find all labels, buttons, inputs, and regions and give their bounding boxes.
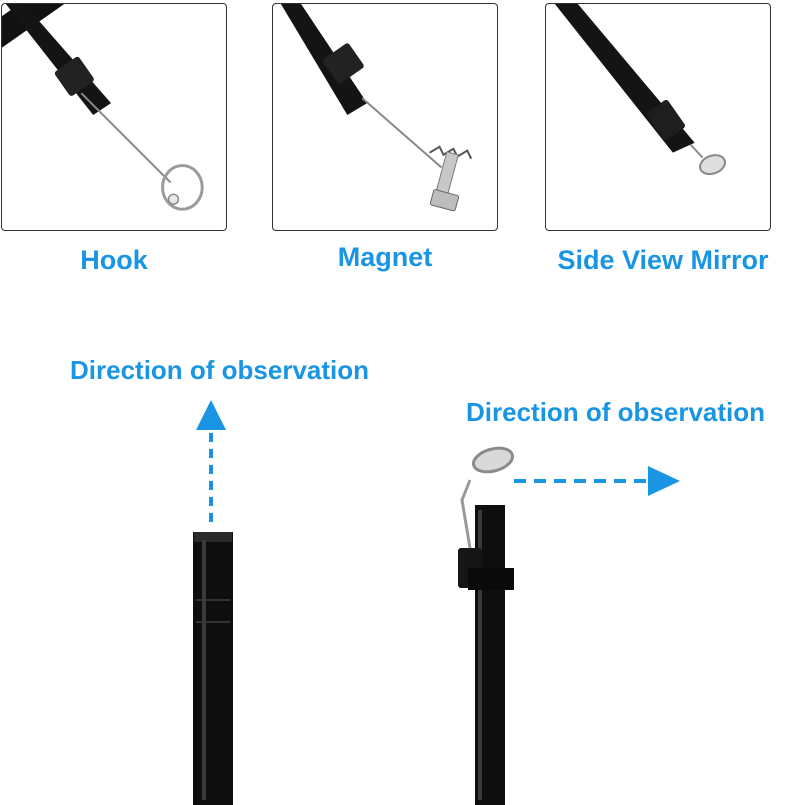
hook-ring bbox=[161, 164, 204, 211]
tool-label-mirror: Side View Mirror bbox=[557, 245, 769, 275]
side-observation-label: Direction of observation bbox=[466, 397, 766, 427]
hook-card bbox=[1, 3, 227, 231]
mirror-illustration bbox=[554, 4, 726, 176]
mirror-card bbox=[545, 3, 771, 231]
magnet-head bbox=[429, 189, 460, 212]
side-probe bbox=[458, 446, 515, 805]
side-arrow-icon bbox=[514, 466, 680, 496]
front-arrow-icon bbox=[196, 400, 226, 522]
side-mirror-glass bbox=[471, 446, 515, 474]
probe-clip bbox=[323, 43, 364, 84]
tool-label-magnet: Magnet bbox=[337, 242, 433, 272]
front-probe bbox=[193, 532, 233, 805]
mirror-stem bbox=[689, 144, 704, 159]
front-observation-label: Direction of observation bbox=[70, 355, 370, 385]
probe-clip bbox=[54, 56, 94, 96]
magnet-illustration bbox=[280, 4, 473, 212]
hook-gem bbox=[167, 193, 180, 205]
probe-clip bbox=[646, 99, 685, 140]
hook-illustration bbox=[2, 4, 204, 211]
tool-label-hook: Hook bbox=[80, 245, 148, 275]
magnet-spring bbox=[429, 145, 473, 160]
hook-wire bbox=[80, 92, 172, 184]
magnet-wire bbox=[361, 97, 443, 169]
probe-body bbox=[5, 4, 112, 116]
magnet-card bbox=[272, 3, 498, 231]
mirror-glass bbox=[699, 154, 726, 176]
